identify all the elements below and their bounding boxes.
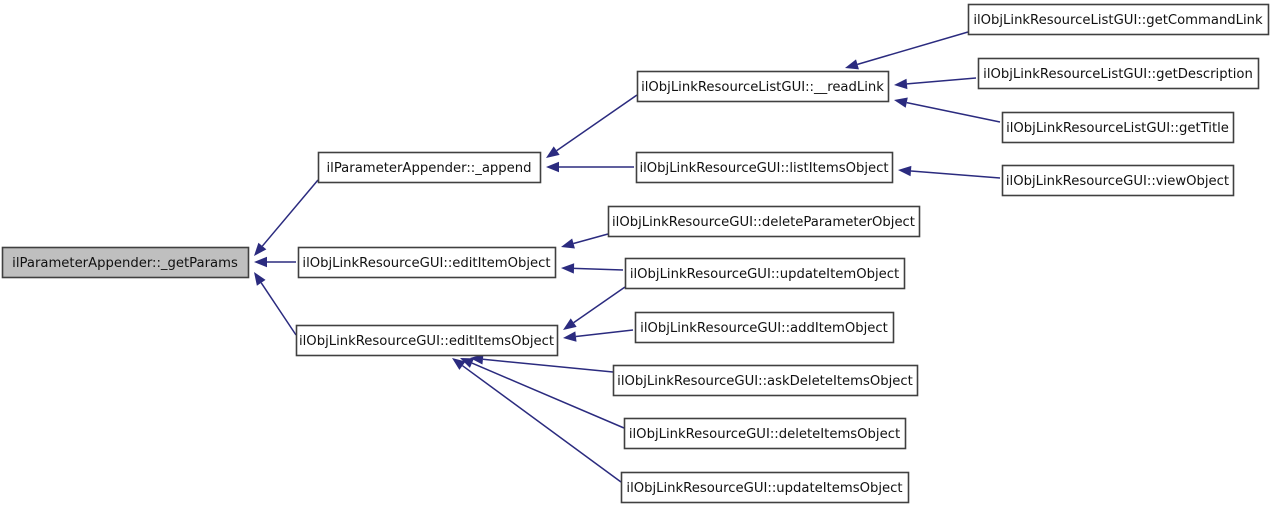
node-box[interactable] [977, 57, 1260, 90]
edge-append-to-getParams [254, 179, 319, 256]
edge-line [556, 94, 638, 152]
node-label: ilObjLinkResourceListGUI::getDescription [983, 67, 1253, 82]
node-box[interactable] [1001, 111, 1235, 144]
node-label: ilObjLinkResourceGUI::updateItemObject [630, 267, 899, 282]
node-updateItemObject[interactable]: ilObjLinkResourceGUI::updateItemObject [624, 257, 906, 290]
node-box[interactable] [297, 246, 557, 279]
edge-editItemObject-to-getParams [254, 256, 296, 268]
node-label: ilObjLinkResourceListGUI::__readLink [641, 80, 884, 95]
edge-arrowhead [561, 238, 575, 249]
edge-getDescription-to-readLink [894, 77, 977, 90]
node-label: ilObjLinkResourceGUI::editItemObject [302, 256, 550, 271]
edge-line [462, 365, 622, 483]
edge-addItemObject-to-editItemsObject [563, 329, 634, 342]
edge-line [573, 233, 609, 245]
node-box[interactable] [607, 205, 921, 238]
node-getCommandLink[interactable]: ilObjLinkResourceListGUI::getCommandLink [967, 3, 1270, 36]
node-label: ilObjLinkResourceGUI::askDeleteItemsObje… [617, 374, 913, 389]
node-box[interactable] [295, 324, 559, 357]
edge-arrowhead [254, 256, 267, 268]
edge-arrowhead [254, 272, 266, 286]
node-updateItemsObject[interactable]: ilObjLinkResourceGUI::updateItemsObject [620, 471, 910, 504]
edge-line [482, 358, 614, 373]
edge-listItemsObject-to-append [546, 161, 634, 173]
edge-updateItemsObject-to-editItemsObject [452, 358, 622, 483]
edge-getTitle-to-readLink [894, 97, 1001, 123]
node-box[interactable] [635, 151, 894, 184]
node-deleteItemsObject[interactable]: ilObjLinkResourceGUI::deleteItemsObject [623, 417, 907, 450]
node-editItemObject[interactable]: ilObjLinkResourceGUI::editItemObject [297, 246, 557, 279]
edge-askDeleteItemsObject-to-editItemsObject [470, 354, 614, 373]
node-append[interactable]: ilParameterAppender::_append [317, 151, 542, 184]
edge-getCommandLink-to-readLink [845, 31, 969, 70]
edge-editItemsObject-to-getParams [254, 272, 297, 336]
node-label: ilObjLinkResourceGUI::deleteParameterObj… [612, 215, 915, 230]
edge-deleteItemsObject-to-editItemsObject [460, 358, 625, 429]
node-askDeleteItemsObject[interactable]: ilObjLinkResourceGUI::askDeleteItemsObje… [612, 364, 919, 397]
node-label: ilObjLinkResourceListGUI::getCommandLink [973, 13, 1263, 28]
edge-viewObject-to-listItemsObject [898, 165, 1001, 179]
edge-line [573, 267, 624, 271]
edge-layer [254, 31, 1001, 483]
node-label: ilParameterAppender::_append [327, 161, 532, 176]
node-box[interactable] [624, 257, 906, 290]
edge-deleteParameterObject-to-editItemObject [561, 233, 609, 249]
edge-arrowhead [452, 358, 466, 370]
node-getParams[interactable]: ilParameterAppender::_getParams [1, 246, 250, 279]
edge-line [573, 286, 626, 324]
edge-arrowhead [894, 78, 908, 90]
node-box[interactable] [620, 471, 910, 504]
node-box[interactable] [634, 311, 895, 344]
node-box[interactable] [967, 3, 1270, 36]
node-box[interactable] [1, 246, 250, 279]
node-label: ilObjLinkResourceListGUI::getTitle [1006, 121, 1229, 136]
edge-arrowhead [460, 358, 474, 368]
edge-arrowhead [561, 263, 575, 274]
node-box[interactable] [317, 151, 542, 184]
edge-line [910, 170, 1001, 179]
edge-line [260, 282, 297, 336]
edge-line [471, 362, 625, 429]
edge-line [906, 77, 977, 85]
edge-arrowhead [546, 146, 560, 158]
edge-arrowhead [845, 59, 859, 70]
node-addItemObject[interactable]: ilObjLinkResourceGUI::addItemObject [634, 311, 895, 344]
node-box[interactable] [636, 70, 890, 103]
edge-line [575, 329, 634, 338]
edge-arrowhead [898, 165, 912, 177]
edge-line [261, 179, 319, 247]
node-editItemsObject[interactable]: ilObjLinkResourceGUI::editItemsObject [295, 324, 559, 357]
edge-arrowhead [470, 354, 484, 365]
node-label: ilObjLinkResourceGUI::addItemObject [640, 321, 888, 336]
edge-arrowhead [563, 318, 577, 330]
edge-arrowhead [254, 242, 267, 256]
node-box[interactable] [1001, 164, 1235, 197]
node-label: ilObjLinkResourceGUI::deleteItemsObject [629, 427, 900, 442]
node-label: ilObjLinkResourceGUI::updateItemsObject [626, 481, 902, 496]
node-box[interactable] [612, 364, 919, 397]
edge-arrowhead [894, 97, 908, 108]
edge-updateItemObject-to-editItemsObject [563, 286, 626, 330]
edge-arrowhead [546, 161, 559, 173]
edge-readLink-to-append [546, 94, 638, 158]
node-listItemsObject[interactable]: ilObjLinkResourceGUI::listItemsObject [635, 151, 894, 184]
node-label: ilObjLinkResourceGUI::editItemsObject [299, 334, 554, 349]
node-deleteParameterObject[interactable]: ilObjLinkResourceGUI::deleteParameterObj… [607, 205, 921, 238]
node-box[interactable] [623, 417, 907, 450]
node-getTitle[interactable]: ilObjLinkResourceListGUI::getTitle [1001, 111, 1235, 144]
edge-line [906, 101, 1001, 123]
edge-line [857, 31, 969, 66]
edge-arrowhead [563, 331, 577, 342]
node-layer: ilParameterAppender::_getParams ilParamet… [1, 3, 1270, 504]
node-label: ilObjLinkResourceGUI::viewObject [1006, 174, 1229, 189]
node-getDescription[interactable]: ilObjLinkResourceListGUI::getDescription [977, 57, 1260, 90]
edge-updateItemObject-to-editItemObject [561, 263, 624, 274]
node-viewObject[interactable]: ilObjLinkResourceGUI::viewObject [1001, 164, 1235, 197]
node-label: ilParameterAppender::_getParams [12, 256, 238, 271]
node-label: ilObjLinkResourceGUI::listItemsObject [639, 161, 888, 176]
node-readLink[interactable]: ilObjLinkResourceListGUI::__readLink [636, 70, 890, 103]
